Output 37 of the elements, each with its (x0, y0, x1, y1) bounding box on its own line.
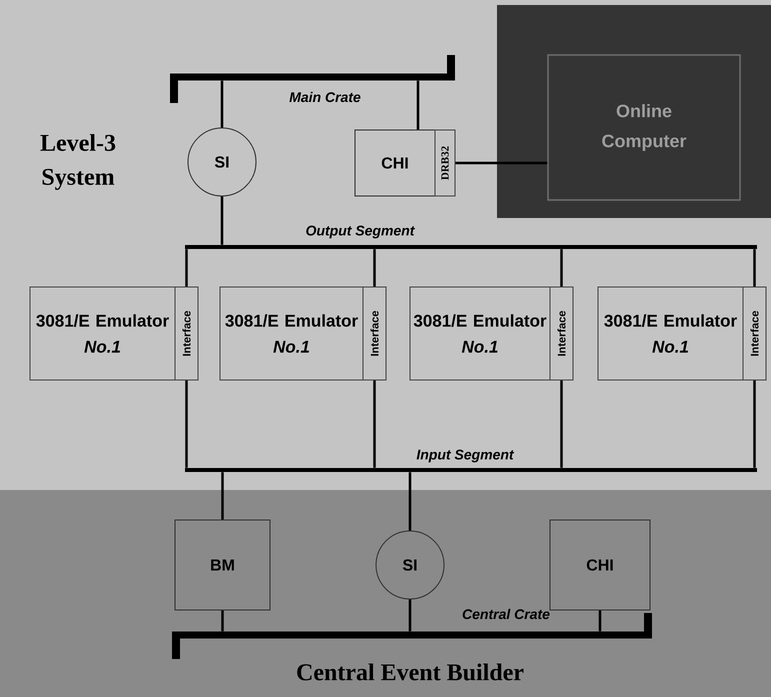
connector-line (598, 610, 602, 632)
connector-line (373, 380, 376, 468)
connector-line (220, 80, 224, 128)
connector-line (221, 610, 224, 632)
interface-strip: Interface (174, 286, 198, 380)
circle-node: SI (376, 530, 444, 600)
circle-node: SI (188, 128, 256, 196)
node-label: Main Crate (289, 92, 360, 102)
module-box: CHI (550, 520, 650, 610)
connector-line (408, 600, 412, 632)
module-box: BM (174, 520, 270, 610)
bus-bar: Input Segment (185, 450, 757, 472)
connector-line (185, 380, 188, 468)
connector-line (408, 472, 412, 530)
bus-bar: Main Crate (170, 55, 455, 103)
interface-strip: Interface (362, 286, 386, 380)
bus-bar: Output Segment (185, 226, 757, 249)
connector-line (560, 380, 563, 468)
interface-strip: Interface (742, 286, 766, 380)
connector-line (560, 249, 563, 286)
interface-strip: DRB32 (434, 130, 456, 196)
region-title: Level-3 System (40, 134, 116, 190)
computer-box: Online Computer (547, 54, 741, 201)
connector-line (221, 472, 224, 520)
connector-line (456, 162, 548, 164)
connector-line (373, 249, 376, 286)
bus-bar: Central Crate (172, 608, 652, 659)
connector-line (220, 196, 224, 245)
connector-line (185, 249, 188, 286)
interface-strip: Interface (550, 286, 574, 380)
region-title: Central Event Builder (297, 664, 524, 680)
node-label: Input Segment (416, 450, 514, 462)
connector-line (753, 380, 756, 468)
connector-line (416, 80, 420, 130)
connector-line (753, 249, 756, 286)
node-label: Central Crate (462, 608, 550, 620)
node-label: Output Segment (306, 226, 415, 238)
